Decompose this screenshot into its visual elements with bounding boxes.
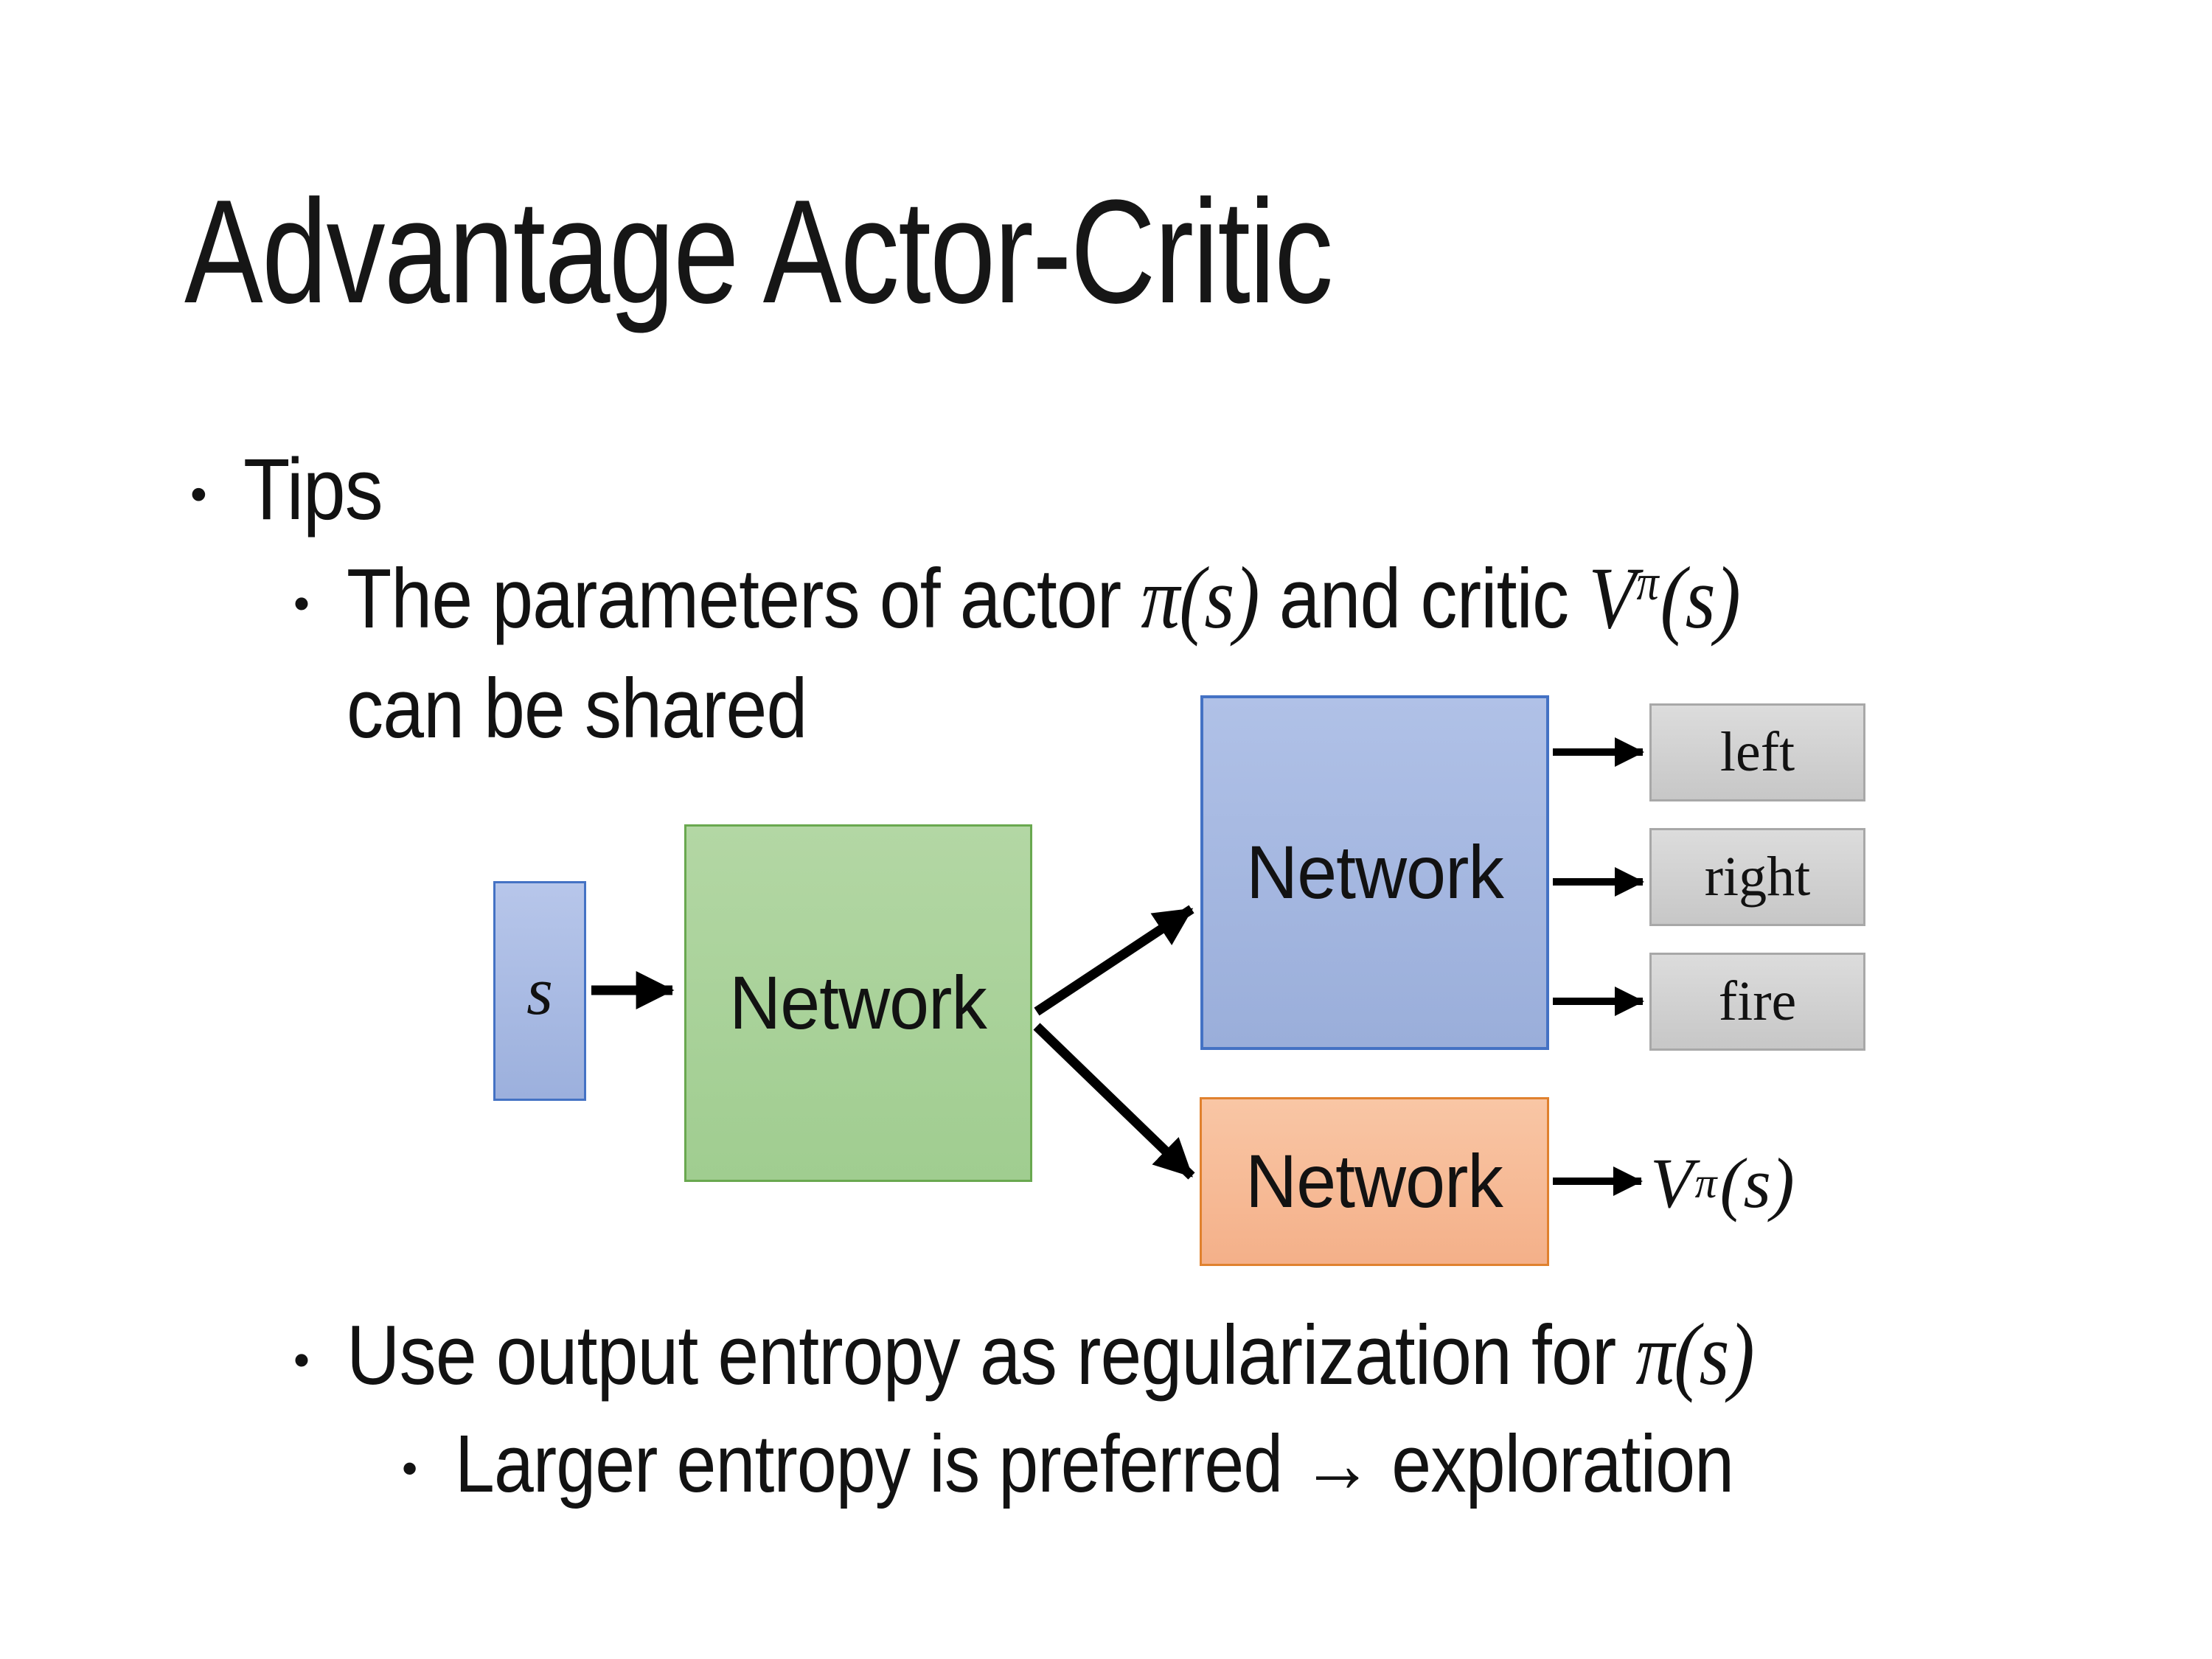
sub-bullet-icon: • [293,1334,310,1386]
state-input-box: s [493,881,586,1101]
arrow-shared-to-actor-network [1034,905,1194,1016]
page-title-text: Advantage Actor-Critic [184,170,1333,334]
arrow-shared-to-critic-network [1033,1023,1195,1180]
shared-params-pre: The parameters of actor [347,552,1141,646]
bullet-tips: • Tips [190,439,402,540]
critic-network-label: Network [1245,1139,1504,1223]
bullet-entropy-regularization: • Use output entropy as regularization fo… [293,1304,1946,1405]
page-title: Advantage Actor-Critic [184,171,1619,333]
entropy-reg-pre: Use output entropy as regularization for [347,1309,1636,1402]
state-input-label: s [526,953,553,1029]
critic-value-args: (s) [1660,549,1740,647]
actor-network-label: Network [1246,830,1504,914]
shared-params-mid: and critic [1259,552,1589,646]
action-box-fire: fire [1649,953,1865,1051]
sub-bullet-icon: • [293,577,310,630]
action-box-left: left [1649,703,1865,801]
shared-params-line2-text: can be shared [347,662,807,756]
critic-output-args: (s) [1719,1143,1795,1222]
critic-output-base: V [1650,1143,1694,1222]
shared-network-label: Network [729,961,988,1045]
bullet-shared-params: • The parameters of actor π(s) and critic… [293,547,1930,649]
actor-network-box: Network [1200,695,1549,1050]
critic-value-sup: π [1636,554,1659,611]
bullet-icon: • [190,467,207,521]
shared-network-box: Network [684,824,1032,1182]
actor-policy-math: π(s) [1141,549,1259,647]
action-box-right: right [1649,828,1865,926]
bullet-larger-entropy: • Larger entropy is preferred → explorati… [402,1417,1908,1511]
policy-math: π(s) [1635,1305,1754,1403]
bullet-tips-text: Tips [243,441,383,538]
bullet-shared-params-line2: can be shared [347,661,870,757]
action-label-fire: fire [1718,970,1797,1032]
critic-network-box: Network [1200,1097,1549,1266]
action-label-right: right [1704,846,1811,908]
sub-sub-bullet-icon: • [402,1443,418,1494]
larger-entropy-text: Larger entropy is preferred → exploratio… [455,1419,1734,1509]
critic-output-sup: π [1694,1158,1717,1207]
action-label-left: left [1719,721,1795,783]
critic-value-base: V [1588,549,1635,647]
